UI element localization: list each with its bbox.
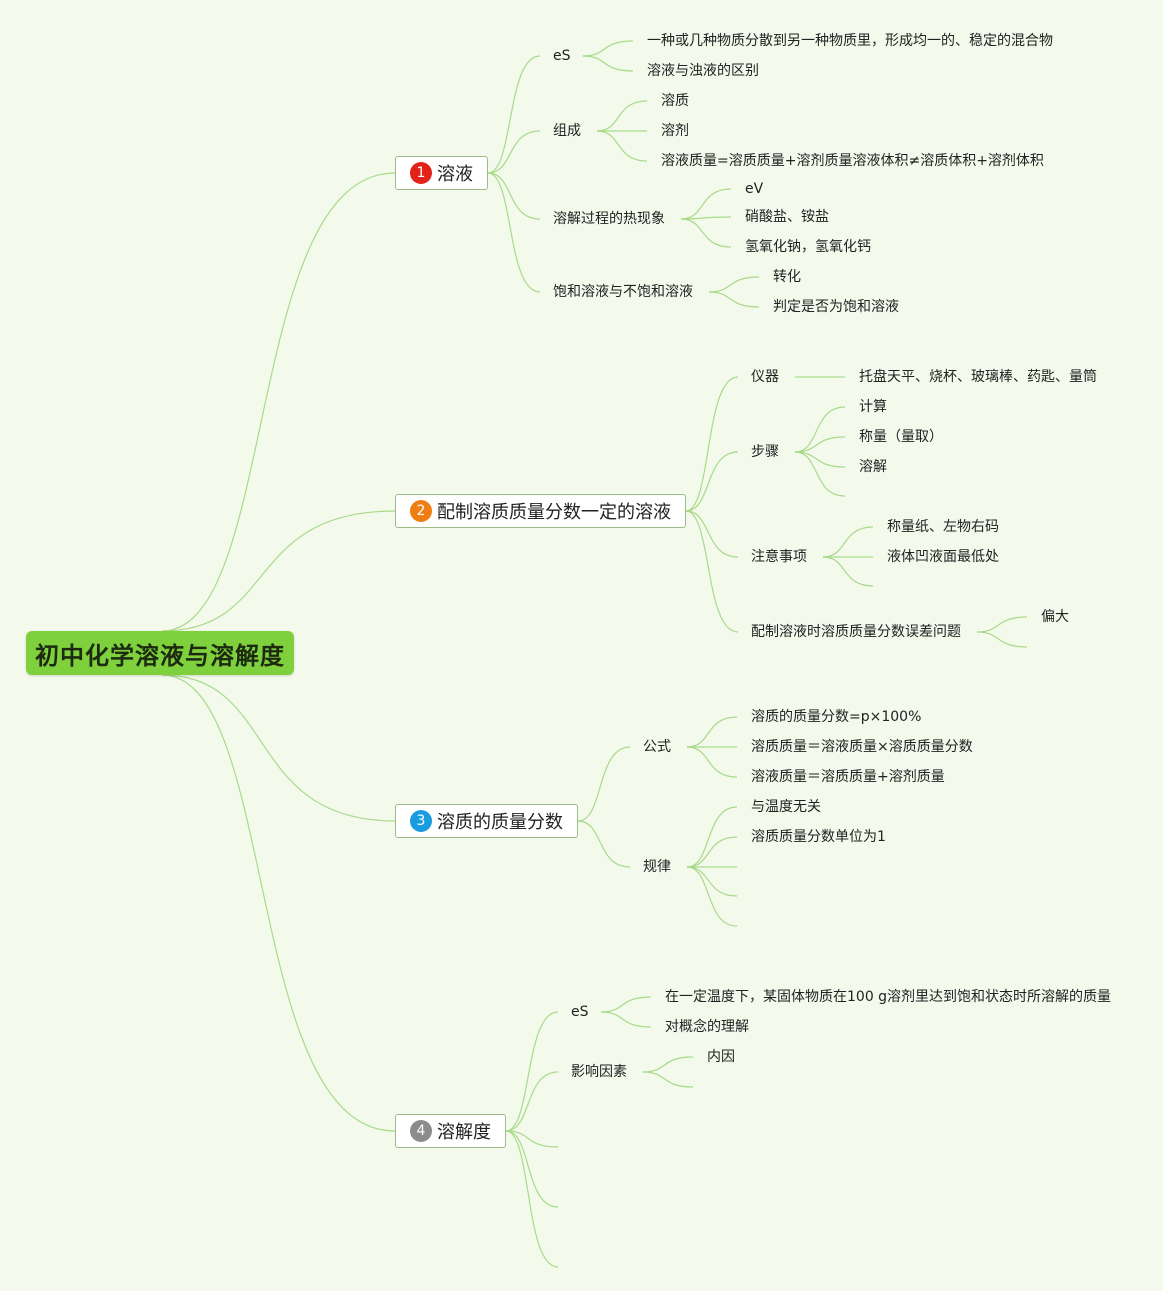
b2-c1-label[interactable]: 仪器: [751, 369, 779, 385]
b1-c3-label[interactable]: 溶解过程的热现象: [553, 211, 665, 227]
connector-line-31: [976, 631, 1028, 648]
connector-line-9: [582, 55, 634, 72]
connector-line-43: [505, 1071, 559, 1132]
connector-line-32: [577, 746, 631, 822]
connector-line-13: [680, 188, 732, 220]
b2-c3-g1[interactable]: 称量纸、左物右码: [887, 519, 999, 535]
b2-c4-g1[interactable]: 偏大: [1041, 609, 1069, 625]
connector-line-14: [680, 216, 732, 220]
b3-c2-label[interactable]: 规律: [643, 859, 671, 875]
b2-c2-g1[interactable]: 计算: [859, 399, 887, 415]
b1-c1-label[interactable]: eS: [553, 48, 571, 64]
connector-line-24: [794, 436, 846, 453]
number-4-badge-icon: 4: [410, 1120, 432, 1142]
root-node[interactable]: 初中化学溶液与溶解度: [26, 631, 294, 675]
b1-c2-g2[interactable]: 溶剂: [661, 123, 689, 139]
b2-c2-label[interactable]: 步骤: [751, 444, 779, 460]
connector-line-46: [505, 1130, 559, 1268]
connector-line-17: [708, 291, 760, 308]
connector-line-0: [161, 172, 396, 632]
connector-line-50: [642, 1071, 694, 1088]
b2-c3-label[interactable]: 注意事项: [751, 549, 807, 565]
branch-4-label: 溶解度: [437, 1122, 491, 1143]
connector-line-19: [685, 451, 739, 512]
connector-line-7: [487, 172, 541, 293]
connector-line-41: [686, 866, 738, 927]
branch-3-label: 溶质的质量分数: [437, 812, 563, 833]
connector-line-40: [686, 866, 738, 897]
b4-c1-g1[interactable]: 在一定温度下，某固体物质在100 g溶剂里达到饱和状态时所溶解的质量: [665, 989, 1112, 1005]
connector-line-23: [794, 406, 846, 453]
b2-c4-label[interactable]: 配制溶液时溶质质量分数误差问题: [751, 624, 961, 640]
connector-line-21: [685, 510, 739, 633]
b4-c1-g2[interactable]: 对概念的理解: [665, 1019, 749, 1035]
connector-line-30: [976, 616, 1028, 633]
b1-c1-g1[interactable]: 一种或几种物质分散到另一种物质里，形成均一的、稳定的混合物: [647, 33, 1053, 49]
connector-line-48: [600, 1011, 652, 1028]
connector-line-15: [680, 218, 732, 248]
b4-c2-g1[interactable]: 内因: [707, 1049, 735, 1065]
b3-c2-g2[interactable]: 溶质质量分数单位为1: [751, 829, 886, 845]
b1-c2-label[interactable]: 组成: [553, 123, 581, 139]
branch-3-node[interactable]: 3 溶质的质量分数: [395, 804, 578, 838]
b3-c1-g2[interactable]: 溶质质量＝溶液质量×溶质质量分数: [751, 739, 973, 755]
b1-c3-g3[interactable]: 氢氧化钠，氢氧化钙: [745, 239, 871, 255]
connector-line-27: [822, 526, 874, 558]
b1-c3-g2[interactable]: 硝酸盐、铵盐: [745, 209, 829, 225]
connector-line-10: [596, 100, 648, 132]
b1-c4-g2[interactable]: 判定是否为饱和溶液: [773, 299, 899, 315]
b4-c1-label[interactable]: eS: [571, 1004, 589, 1020]
connector-line-6: [487, 172, 541, 220]
number-3-badge-icon: 3: [410, 810, 432, 832]
b3-c1-g1[interactable]: 溶质的质量分数=p×100%: [751, 709, 922, 725]
b1-c1-g2[interactable]: 溶液与浊液的区别: [647, 63, 759, 79]
b1-c2-g1[interactable]: 溶质: [661, 93, 689, 109]
connector-line-4: [487, 55, 541, 174]
b3-c2-g1[interactable]: 与温度无关: [751, 799, 821, 815]
b2-c1-g1[interactable]: 托盘天平、烧杯、玻璃棒、药匙、量筒: [859, 369, 1097, 385]
connector-line-34: [686, 716, 738, 748]
branch-2-label: 配制溶质质量分数一定的溶液: [437, 502, 671, 523]
b1-c4-g1[interactable]: 转化: [773, 269, 801, 285]
branch-2-node[interactable]: 2 配制溶质质量分数一定的溶液: [395, 494, 686, 528]
connector-line-49: [642, 1056, 694, 1073]
connector-line-42: [505, 1011, 559, 1132]
connector-line-20: [685, 510, 739, 558]
number-2-badge-icon: 2: [410, 500, 432, 522]
connector-line-33: [577, 820, 631, 868]
number-1-badge-icon: 1: [410, 162, 432, 184]
b3-c1-label[interactable]: 公式: [643, 739, 671, 755]
connector-line-44: [505, 1130, 559, 1148]
b2-c2-g2[interactable]: 称量（量取）: [859, 429, 943, 445]
b2-c2-g3[interactable]: 溶解: [859, 459, 887, 475]
connector-line-5: [487, 130, 541, 174]
b3-c1-g3[interactable]: 溶液质量＝溶质质量+溶剂质量: [751, 769, 945, 785]
b2-c3-g2[interactable]: 液体凹液面最低处: [887, 549, 999, 565]
b1-c2-g3[interactable]: 溶液质量=溶质质量+溶剂质量溶液体积≠溶质体积+溶剂体积: [661, 153, 1044, 169]
connector-line-2: [161, 674, 396, 822]
branch-1-label: 溶液: [437, 164, 473, 185]
branch-4-node[interactable]: 4 溶解度: [395, 1114, 506, 1148]
connector-line-37: [686, 806, 738, 868]
connector-line-29: [822, 556, 874, 587]
connector-line-8: [582, 40, 634, 57]
connector-line-47: [600, 996, 652, 1013]
connector-line-18: [685, 376, 739, 512]
connector-line-26: [794, 451, 846, 497]
connector-line-3: [161, 674, 396, 1132]
connector-line-16: [708, 276, 760, 293]
b1-c3-g1[interactable]: eV: [745, 181, 764, 197]
branch-1-node[interactable]: 1 溶液: [395, 156, 488, 190]
connector-line-36: [686, 746, 738, 778]
connector-line-1: [161, 510, 396, 632]
b1-c4-label[interactable]: 饱和溶液与不饱和溶液: [553, 284, 693, 300]
connector-line-38: [686, 836, 738, 868]
b4-c2-label[interactable]: 影响因素: [571, 1064, 627, 1080]
connector-line-12: [596, 130, 648, 162]
connector-line-45: [505, 1130, 559, 1208]
